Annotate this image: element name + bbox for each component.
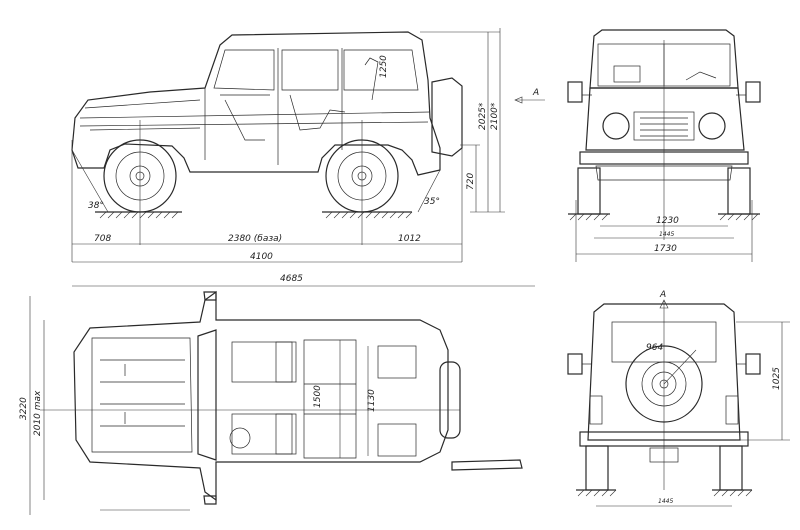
rear-bumper (579, 431, 749, 447)
dim-top-seat-length: 1500 (313, 385, 323, 408)
side-spare-wheel (431, 77, 463, 157)
front-mirror-right (745, 81, 761, 103)
dim-rear-height: 1025 (772, 367, 782, 390)
rear-view: A 964 1 (567, 290, 790, 507)
rear-spare-wheel (625, 345, 703, 423)
top-steering-wheel (229, 427, 251, 449)
side-window-rear (343, 49, 419, 91)
ground-hatch-rear (322, 211, 413, 219)
rear-light-right (725, 395, 739, 425)
front-view: 1230 1445 1730 (567, 29, 761, 262)
side-body-outline (71, 31, 441, 176)
dim-front-track: 1230 (656, 216, 679, 226)
top-body-outline (73, 290, 449, 502)
rear-light-left (589, 395, 603, 425)
dim-interior-height: 1250 (379, 55, 389, 78)
top-hood (91, 337, 193, 453)
dim-rear-spare-radius: 964 (646, 343, 663, 353)
front-headlight-left (602, 112, 630, 140)
side-window-middle (281, 49, 339, 91)
dim-front-width: 1730 (654, 244, 677, 254)
dim-approach-angle: 38° (88, 201, 104, 211)
side-window-front (213, 49, 275, 91)
top-view: 4685 3220 2010 max 1500 1130 (19, 274, 535, 515)
side-view: 708 2380 (база) 1012 4100 2025* 2100* 72… (71, 28, 545, 263)
ground-hatch-front (95, 211, 182, 219)
dim-rear-track: 1445 (658, 498, 673, 505)
top-spare-wheel (439, 361, 461, 439)
dim-ground-clearance: 720 (466, 173, 476, 190)
dim-top-length: 3220 (19, 397, 29, 420)
front-wheel-right (727, 167, 751, 215)
dim-height-1: 2025* (478, 102, 488, 130)
top-seat-front-right (231, 413, 297, 455)
dim-height-2: 2100* (490, 102, 500, 130)
dim-front-overhang: 708 (94, 234, 111, 244)
top-rear-seat (303, 339, 357, 459)
rear-body-outline (587, 303, 741, 441)
front-headlight-right (698, 112, 726, 140)
dim-top-width-max: 2010 max (33, 390, 43, 436)
dim-front-track-2: 1445 (659, 231, 674, 238)
dim-rear-overhang: 1012 (398, 234, 421, 244)
rear-view-label: A (659, 290, 666, 300)
top-seat-front-left (231, 341, 297, 383)
dim-top-cargo-length: 1130 (367, 389, 377, 412)
front-mirror-left (567, 81, 583, 103)
front-wheel-left (577, 167, 601, 215)
dim-departure-angle: 35° (424, 197, 440, 207)
front-grille-outline (585, 87, 745, 151)
dim-top-length-spare: 4685 (280, 274, 303, 284)
dim-wheelbase: 2380 (база) (228, 234, 282, 244)
side-view-arrow-label: A (532, 88, 539, 98)
dim-overall-length: 4100 (250, 252, 273, 262)
